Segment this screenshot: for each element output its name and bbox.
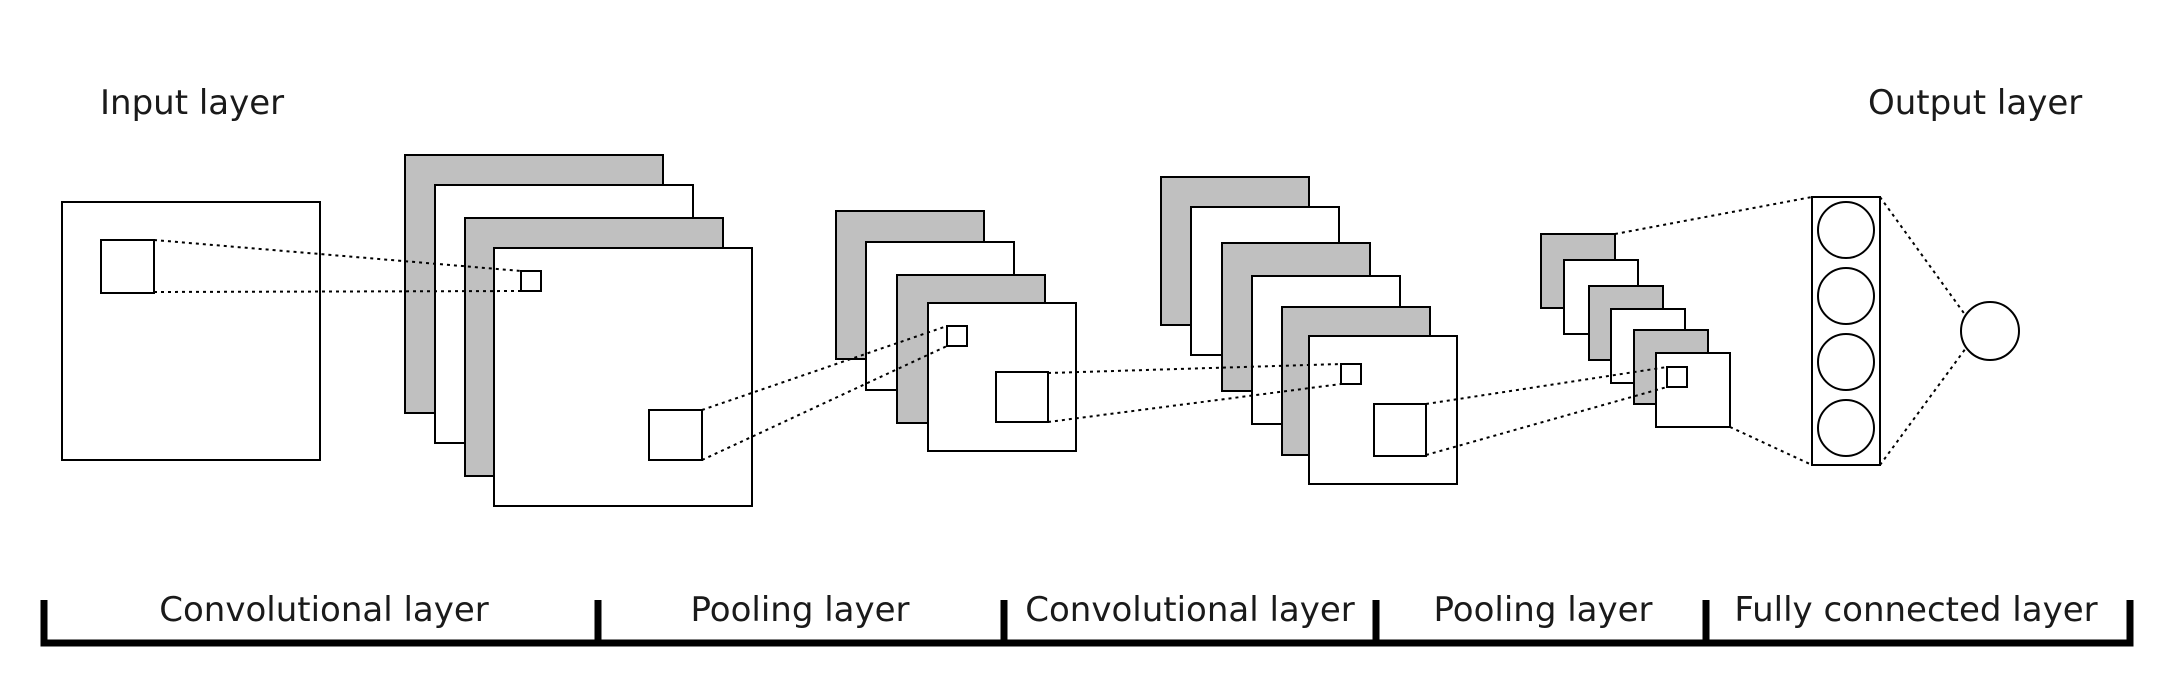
fc-neuron-1	[1817, 201, 1875, 259]
connector-input-bottom	[153, 290, 522, 293]
output-neuron	[1960, 301, 2020, 361]
fc-neuron-2	[1817, 267, 1875, 325]
output-layer-label: Output layer	[1868, 83, 2082, 123]
fully-connected-layer	[1811, 196, 2020, 466]
conv2-map-6	[1308, 335, 1458, 485]
connector-conv1-top	[701, 325, 948, 411]
pool2-target-unit	[1666, 366, 1688, 388]
connector-conv2-bottom	[1425, 386, 1668, 456]
fc-neuron-4	[1817, 399, 1875, 457]
conv2-feature-maps	[1160, 176, 1458, 485]
stage-label-pool2: Pooling layer	[1433, 590, 1652, 630]
connector-pool2-bottom	[1729, 426, 1813, 466]
connector-fc-top	[1879, 196, 1967, 317]
conv1-feature-maps	[404, 154, 753, 507]
stage-bracket	[40, 600, 2134, 647]
stage-labels: Convolutional layer Pooling layer Convol…	[159, 590, 2097, 630]
connector-conv2-top	[1425, 366, 1668, 405]
connector-pool2-top	[1614, 196, 1813, 235]
stage-label-pool1: Pooling layer	[690, 590, 909, 630]
conv1-target-unit	[520, 270, 542, 292]
input-layer	[61, 201, 321, 461]
conv2-target-unit	[1340, 363, 1362, 385]
bracket-baseline	[40, 600, 2134, 647]
connection-lines	[153, 196, 1967, 466]
stage-label-conv2: Convolutional layer	[1025, 590, 1355, 630]
pool1-receptive-field	[995, 371, 1049, 423]
connector-fc-bottom	[1879, 347, 1967, 466]
pool2-feature-maps	[1540, 233, 1731, 428]
pool1-feature-maps	[835, 210, 1077, 452]
fc-neuron-3	[1817, 333, 1875, 391]
conv1-receptive-field	[648, 409, 703, 461]
pool1-target-unit	[946, 325, 968, 347]
stage-label-conv1: Convolutional layer	[159, 590, 489, 630]
connector-pool1-bottom	[1047, 383, 1342, 423]
connector-input-top	[153, 239, 522, 272]
input-layer-label: Input layer	[100, 83, 284, 123]
stage-label-fc: Fully connected layer	[1734, 590, 2097, 630]
connector-conv1-bottom	[701, 345, 948, 461]
pool2-map-6	[1655, 352, 1731, 428]
conv2-receptive-field	[1373, 403, 1427, 457]
input-receptive-field	[100, 239, 155, 294]
